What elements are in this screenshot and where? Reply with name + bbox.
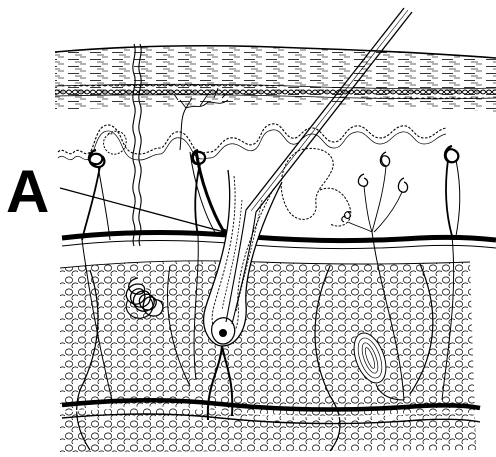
hair-shaft xyxy=(246,8,404,210)
epidermis xyxy=(55,46,496,112)
arrector-pili-muscle xyxy=(196,150,224,232)
label-a: A xyxy=(6,158,49,225)
sebaceous-gland xyxy=(281,148,333,219)
subcutaneous-fat xyxy=(60,261,476,452)
dermis-boundary xyxy=(62,232,496,248)
dermal-papilla xyxy=(219,329,227,337)
